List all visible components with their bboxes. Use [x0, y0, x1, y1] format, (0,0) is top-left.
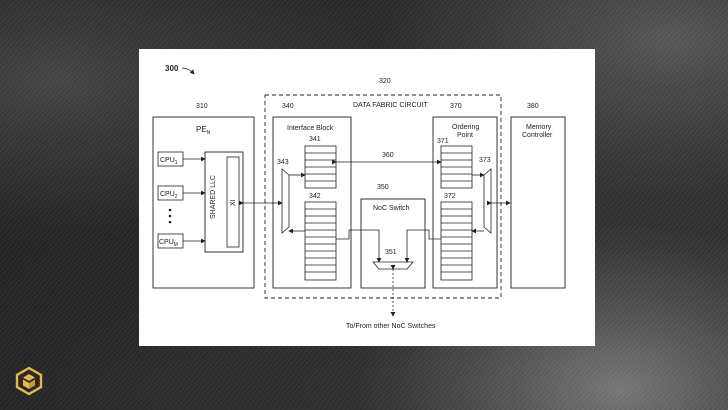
shared-llc-label: SHARED LLC: [210, 175, 217, 219]
patent-figure-sheet: 300 310 320 340 370 380 DATA FABRIC CIRC…: [139, 49, 595, 346]
pe-label: PEN: [196, 125, 211, 136]
cpu-1: CPU1: [157, 151, 184, 167]
mux-373: [483, 168, 492, 234]
mux-351: [372, 261, 414, 270]
ref-380: 380: [527, 103, 539, 110]
ref-310: 310: [196, 103, 208, 110]
ordering-point-label-line1: Ordering: [452, 124, 479, 131]
svg-text:CPU2: CPU2: [160, 191, 178, 200]
ref-373: 373: [479, 157, 491, 164]
cpu-m: CPUM: [157, 233, 184, 249]
ref-351: 351: [385, 249, 397, 256]
brand-logo-icon: [15, 366, 43, 396]
svg-text:CPU1: CPU1: [160, 157, 178, 166]
ref-340: 340: [282, 103, 294, 110]
memory-controller-label-line1: Memory: [526, 124, 552, 131]
ref-370: 370: [450, 103, 462, 110]
mux-343-links: [288, 172, 306, 234]
memory-controller-label-line2: Controller: [522, 132, 553, 139]
interface-block: [272, 116, 352, 289]
memory-controller-block: [510, 116, 566, 289]
cpu-2: CPU2: [157, 185, 184, 201]
noc-switch-label: NoC Switch: [373, 205, 410, 212]
svg-text:CPUM: CPUM: [159, 239, 178, 248]
figure-number: 300: [165, 64, 179, 73]
buffer-341: [304, 145, 337, 189]
ref-343: 343: [277, 159, 289, 166]
interface-block-label: Interface Block: [287, 125, 334, 132]
ordering-point-label-line2: Point: [457, 132, 473, 139]
buffer-372: [440, 201, 473, 281]
cpu-llc-links: [183, 156, 206, 244]
ref-342: 342: [309, 193, 321, 200]
noc-external-label: To/From other NoC Switches: [346, 323, 436, 330]
mux-373-links: [471, 172, 485, 234]
data-fabric-circuit-label: DATA FABRIC CIRCUIT: [353, 102, 429, 109]
buffer-342: [304, 201, 337, 281]
buffer-371: [440, 145, 473, 189]
data-fabric-circuit-boundary: [264, 94, 502, 299]
ref-341: 341: [309, 136, 321, 143]
cpu-ellipsis: [168, 208, 172, 224]
ref-320: 320: [379, 78, 391, 85]
mux-343: [281, 168, 290, 234]
figure-number-arrow: [181, 67, 195, 75]
ref-371: 371: [437, 138, 449, 145]
ref-360: 360: [382, 152, 394, 159]
block-diagram: 300 310 320 340 370 380 DATA FABRIC CIRC…: [152, 64, 566, 330]
ref-372: 372: [444, 193, 456, 200]
xi-label: XI: [230, 199, 237, 206]
ref-350: 350: [377, 184, 389, 191]
